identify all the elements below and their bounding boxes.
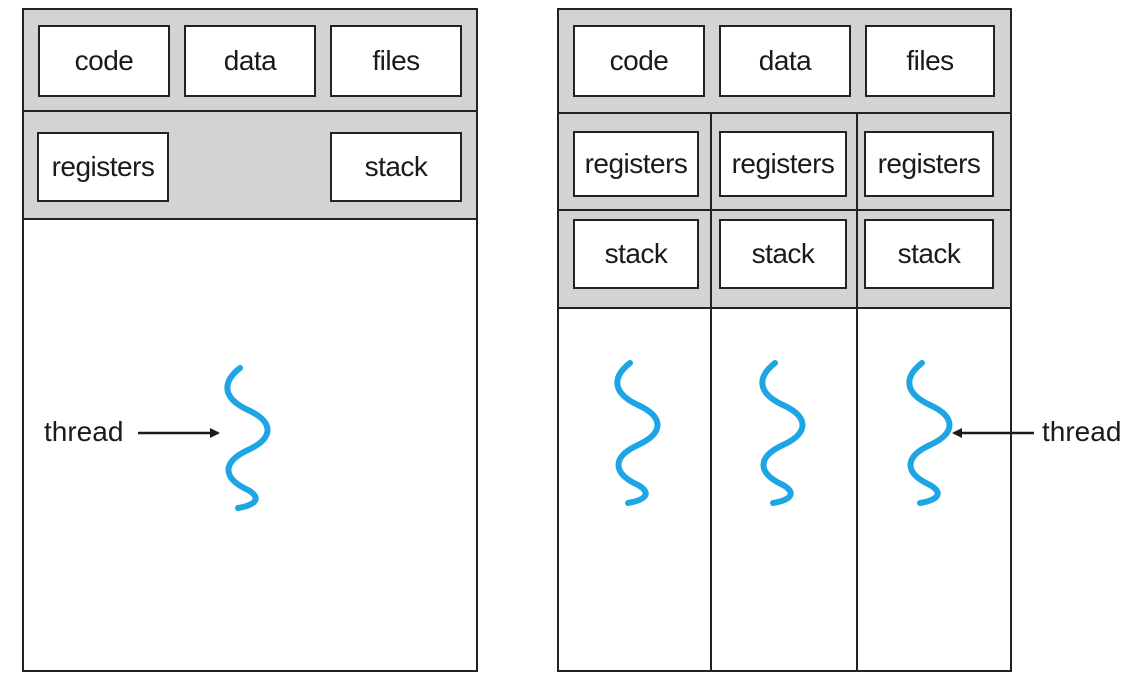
code-box: code <box>38 25 170 97</box>
divider <box>559 307 1010 309</box>
divider <box>559 112 1010 114</box>
thread-squiggle-icon <box>759 360 806 506</box>
files-box: files <box>865 25 995 97</box>
divider <box>24 110 476 112</box>
stack-box: stack <box>330 132 462 202</box>
thread-column-divider <box>710 112 712 670</box>
thread-squiggle-icon <box>906 360 953 506</box>
divider <box>559 209 1010 211</box>
thread-squiggle-icon <box>224 365 271 511</box>
thread-squiggle-icon <box>614 360 661 506</box>
stack-box: stack <box>573 219 699 289</box>
data-box: data <box>184 25 316 97</box>
thread-label: thread <box>1042 416 1122 447</box>
thread-column-divider <box>856 112 858 670</box>
code-box: code <box>573 25 705 97</box>
stack-box: stack <box>864 219 994 289</box>
registers-box: registers <box>573 131 699 197</box>
stack-box: stack <box>719 219 847 289</box>
divider <box>24 218 476 220</box>
files-box: files <box>330 25 462 97</box>
registers-box: registers <box>719 131 847 197</box>
thread-label: thread <box>44 416 124 447</box>
registers-box: registers <box>37 132 169 202</box>
registers-box: registers <box>864 131 994 197</box>
data-box: data <box>719 25 851 97</box>
